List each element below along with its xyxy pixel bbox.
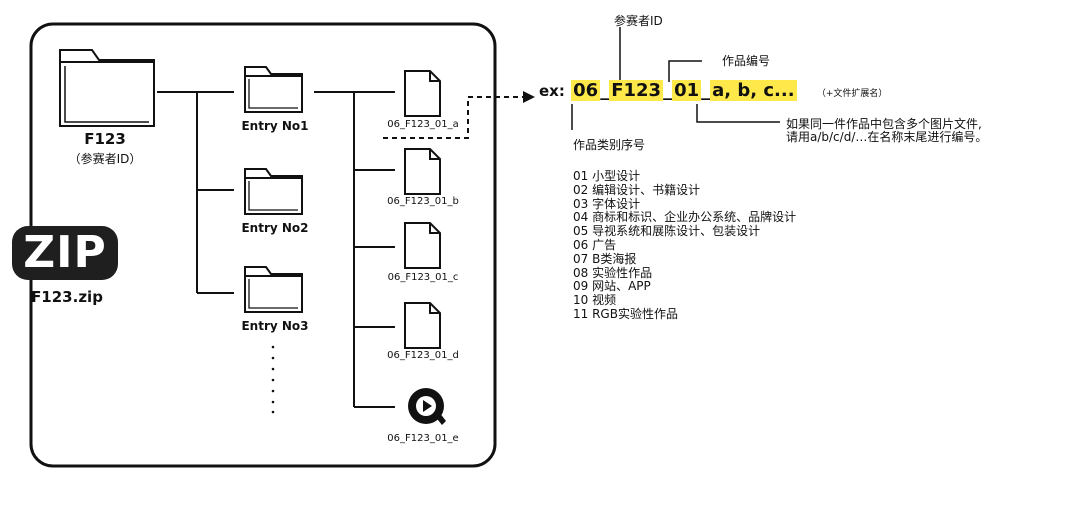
zip-filename: F123.zip — [31, 288, 103, 306]
zip-badge: ZIP — [12, 226, 118, 280]
annotation-multi-image-note: 如果同一件作品中包含多个图片文件, 请用a/b/c/d/…在名称末尾进行编号。 — [786, 118, 987, 144]
root-folder-name: F123 — [84, 130, 126, 148]
list-item: 04 商标和标识、企业办公系统、品牌设计 — [573, 210, 797, 225]
example-letters: a, b, c... — [710, 80, 797, 101]
annot-line-multi-image — [696, 104, 780, 123]
list-item: 09 网站、APP — [573, 279, 651, 294]
annotation-participant-id: 参赛者ID — [614, 14, 663, 28]
example-pointer-arrowhead — [523, 91, 535, 103]
note-line: 如果同一件作品中包含多个图片文件, — [786, 117, 982, 131]
example-pointer-dashed — [383, 96, 526, 139]
file-icon — [404, 148, 441, 195]
example-category: 06 — [571, 80, 601, 101]
example-filename: ex: 06_F123_01_a, b, c... （+文件扩展名） — [539, 80, 887, 102]
file-label: 06_F123_01_a — [387, 119, 459, 130]
note-line: 请用a/b/c/d/…在名称末尾进行编号。 — [786, 130, 988, 144]
file-label: 06_F123_01_e — [387, 433, 459, 444]
example-sep: _ — [600, 80, 610, 101]
example-prefix: ex: — [539, 82, 565, 100]
file-label: 06_F123_01_c — [387, 272, 459, 283]
example-sep: _ — [701, 80, 711, 101]
list-item: 02 编辑设计、书籍设计 — [573, 182, 701, 197]
folder-icon — [244, 266, 303, 313]
folder-icon — [59, 49, 155, 127]
example-sep: _ — [663, 80, 673, 101]
example-work-number: 01 — [672, 80, 702, 101]
quicktime-video-icon — [408, 388, 446, 425]
entry-label: Entry No3 — [241, 319, 309, 333]
list-item: 05 导视系统和展陈设计、包装设计 — [573, 224, 761, 239]
annot-line-work-number — [668, 60, 702, 82]
list-item: 10 视频 — [573, 293, 617, 308]
entry-label: Entry No2 — [241, 221, 309, 235]
list-item: 07 B类海报 — [573, 251, 637, 266]
file-label: 06_F123_01_b — [387, 196, 459, 207]
folder-icon — [244, 168, 303, 215]
list-item: 01 小型设计 — [573, 169, 641, 183]
category-list: 01 小型设计 02 编辑设计、书籍设计 03 字体设计 04 商标和标识、企业… — [573, 169, 797, 322]
annotation-category-number: 作品类别序号 — [573, 138, 646, 152]
more-entries-dots — [271, 345, 275, 414]
example-participant-id: F123 — [609, 80, 664, 101]
entry-label: Entry No1 — [241, 119, 309, 133]
folder-icon — [244, 66, 303, 113]
file-icon — [404, 222, 441, 269]
list-item: 03 字体设计 — [573, 196, 641, 211]
annotation-work-number: 作品编号 — [722, 54, 771, 68]
file-label: 06_F123_01_d — [387, 350, 459, 361]
file-icon — [404, 302, 441, 349]
example-extension-note: （+文件扩展名） — [816, 89, 888, 99]
list-item: 11 RGB实验性作品 — [573, 306, 678, 321]
list-item: 06 广告 — [573, 237, 617, 252]
list-item: 08 实验性作品 — [573, 265, 653, 280]
root-folder-caption: （参赛者ID） — [68, 152, 142, 166]
file-icon — [404, 70, 441, 117]
